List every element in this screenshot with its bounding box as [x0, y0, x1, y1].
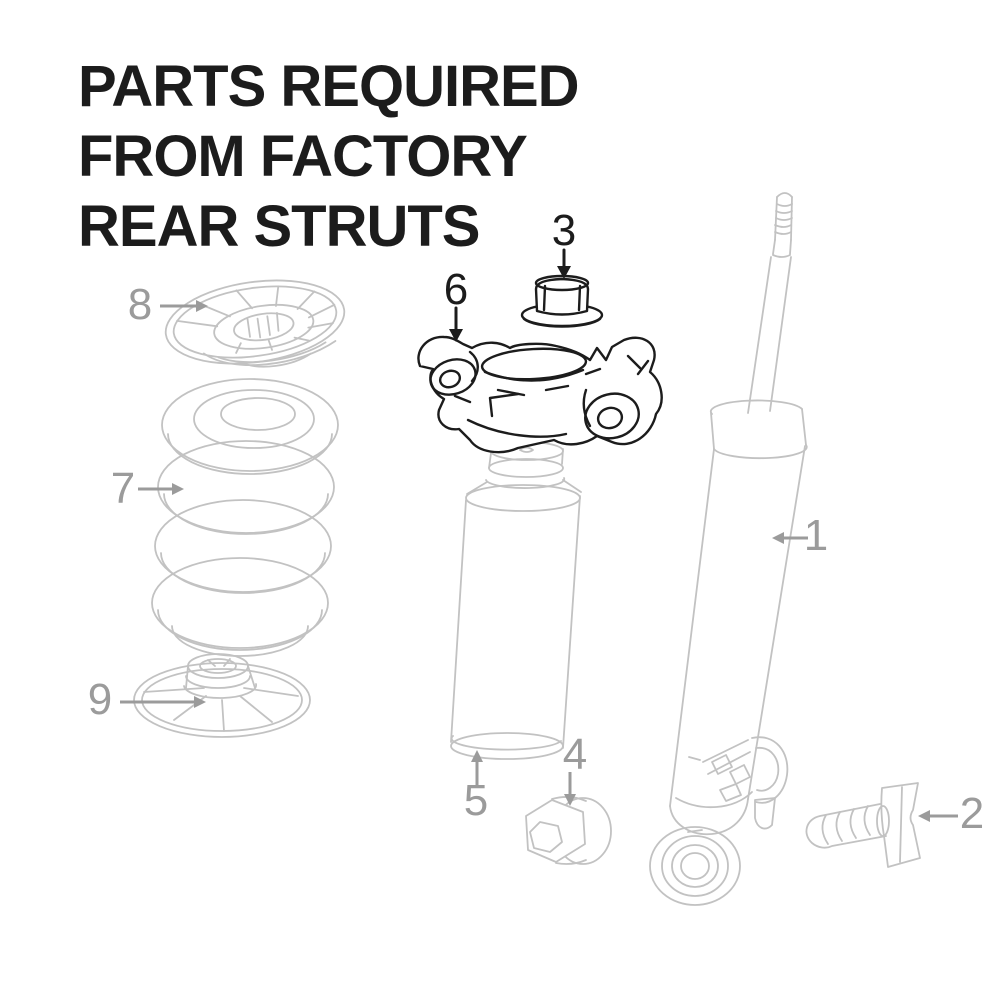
- arrow-to-part-2: [918, 810, 958, 822]
- arrow-to-part-7: [138, 483, 184, 495]
- title-line-2: FROM FACTORY: [78, 124, 528, 189]
- upper-spring-seat-drawing: [164, 279, 346, 368]
- arrow-to-part-9: [120, 696, 206, 708]
- arrow-to-part-8: [160, 300, 208, 312]
- flanged-nut-drawing: [525, 796, 612, 865]
- mounting-bolt-drawing: [805, 782, 921, 868]
- lower-spring-insulator-drawing: [133, 653, 311, 738]
- part-label-4: 4: [562, 730, 588, 779]
- page-title: PARTS REQUIRED FROM FACTORY REAR STRUTS: [78, 52, 580, 262]
- gray-leader-arrows: [120, 300, 958, 822]
- part-label-3: 3: [551, 206, 577, 255]
- arrow-to-part-3: [557, 248, 571, 279]
- coil-spring-drawing: [151, 378, 339, 657]
- part-label-9: 9: [87, 675, 113, 724]
- arrow-to-part-4: [564, 772, 576, 806]
- part-label-2: 2: [959, 789, 985, 838]
- strut-mount-bracket-drawing: [417, 335, 663, 454]
- strut-mount-nut-drawing: [520, 274, 604, 328]
- arrow-to-part-1: [772, 532, 808, 544]
- title-line-3: REAR STRUTS: [78, 194, 480, 259]
- title-line-1: PARTS REQUIRED: [78, 54, 580, 119]
- arrow-to-part-6: [449, 306, 463, 342]
- arrow-to-part-5: [471, 750, 483, 786]
- part-label-5: 5: [463, 776, 489, 825]
- part-label-8: 8: [127, 280, 153, 329]
- part-label-6: 6: [443, 265, 469, 314]
- part-label-7: 7: [110, 464, 136, 513]
- dust-boot-drawing: [450, 441, 582, 760]
- strut-shock-absorber-drawing: [649, 192, 808, 906]
- part-label-1: 1: [803, 511, 829, 560]
